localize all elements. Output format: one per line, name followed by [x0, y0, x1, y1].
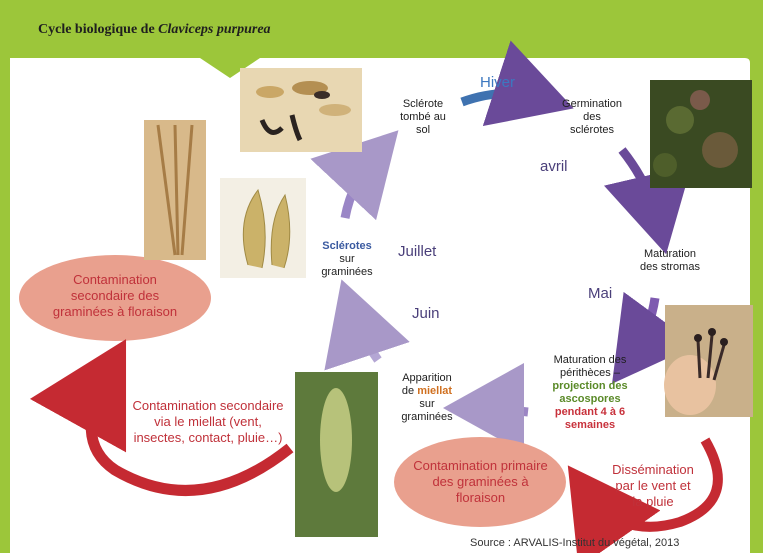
arrow-mai: [612, 291, 697, 384]
photo-sclerotes-grains: [240, 68, 362, 152]
month-hiver: Hiver: [480, 74, 516, 91]
month-juillet: Juillet: [398, 243, 437, 260]
arrow-juillet: [310, 130, 399, 221]
bubble-secondaire-floraison: [19, 255, 211, 341]
arrow-dissemination: [567, 437, 723, 553]
arrow-avril: [603, 147, 692, 255]
photo-epi-miellat: [295, 372, 378, 537]
photo-germination: [650, 80, 752, 188]
month-mai: Mai: [588, 285, 613, 302]
arrow-miellat: [443, 363, 529, 454]
arrow-hiver: [460, 40, 574, 127]
bubble-primaire: [394, 437, 566, 527]
month-juin: Juin: [412, 305, 440, 322]
photo-stromas: [664, 305, 753, 417]
source-citation: Source : ARVALIS-Institut du végétal, 20…: [470, 537, 680, 549]
photo-epi-ble: [144, 120, 206, 260]
arrow-secondaire: [29, 339, 294, 496]
arrow-juin: [324, 279, 410, 371]
photo-epi-sclerotes: [220, 178, 306, 278]
month-avril: avril: [540, 158, 568, 175]
page-title: Cycle biologique de Claviceps purpurea: [38, 22, 271, 37]
